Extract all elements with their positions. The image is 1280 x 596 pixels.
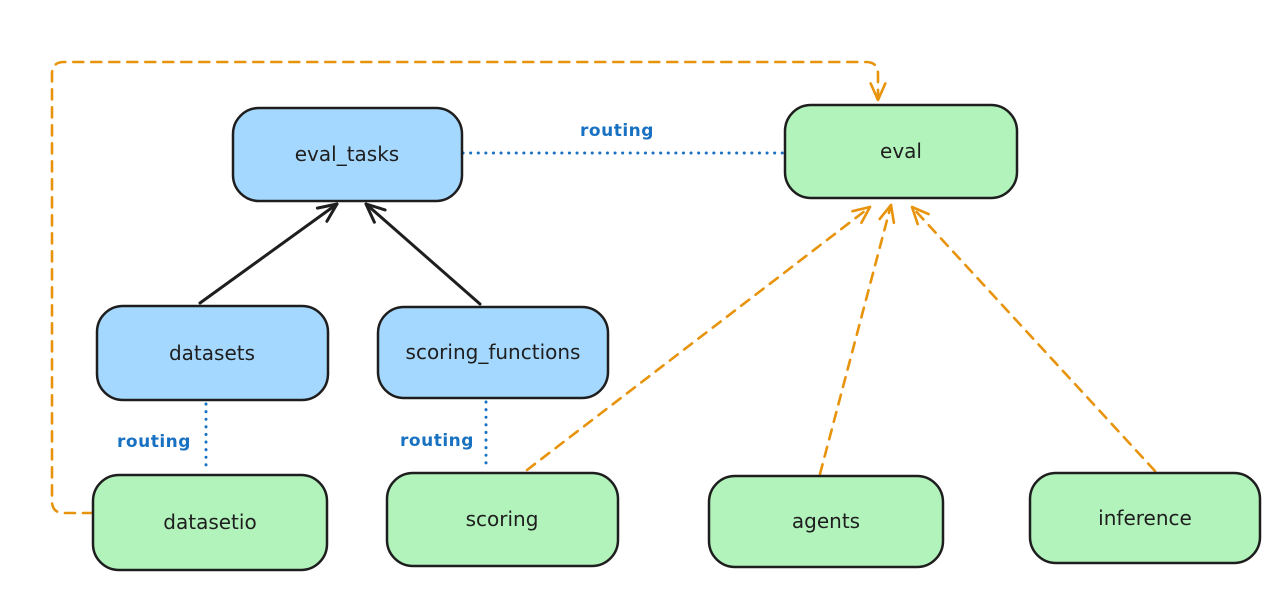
arrowhead-icon	[315, 202, 339, 223]
arrowhead-icon	[878, 203, 896, 225]
edge-scoring-to-eval	[525, 205, 872, 472]
node-scoring-functions: scoring_functions	[376, 305, 610, 400]
arrowhead-icon	[910, 205, 930, 226]
node-scoring-functions-box	[376, 305, 610, 400]
node-scoring-label: scoring	[466, 507, 539, 531]
edge-scoring-functions-to-eval-tasks	[364, 202, 482, 306]
edge-datasetio-to-eval-shaft	[50, 60, 880, 515]
edge-label-routing-scoring: routing	[400, 431, 474, 451]
arrowhead-icon	[869, 82, 887, 102]
arrowhead-icon	[851, 205, 872, 225]
node-inference-label: inference	[1098, 506, 1192, 530]
node-eval-tasks-box	[231, 106, 464, 203]
edge-agents-to-eval	[818, 203, 896, 476]
node-datasets: datasets	[95, 304, 330, 402]
node-scoring-box	[385, 471, 620, 568]
node-datasets-box	[95, 304, 330, 402]
node-eval: eval	[783, 103, 1019, 200]
node-eval-box	[783, 103, 1019, 200]
edge-inference-to-eval-shaft	[910, 205, 1157, 473]
edge-label-routing-top: routing	[580, 121, 654, 141]
node-agents-label: agents	[792, 509, 860, 533]
edge-label-routing-datasetio: routing	[117, 432, 191, 452]
edge-datasets-to-eval-tasks-shaft	[198, 202, 339, 305]
node-datasetio-label: datasetio	[163, 510, 256, 534]
edge-scoring-functions-to-eval-tasks-shaft	[364, 202, 482, 306]
node-eval-tasks: eval_tasks	[231, 106, 464, 203]
node-scoring-functions-label: scoring_functions	[406, 340, 581, 364]
node-inference: inference	[1028, 471, 1262, 565]
edge-agents-to-eval-shaft	[818, 203, 893, 476]
arrowhead-icon	[364, 202, 387, 224]
node-datasetio: datasetio	[91, 473, 329, 572]
node-eval-tasks-label: eval_tasks	[295, 142, 399, 166]
node-scoring: scoring	[385, 471, 620, 568]
node-agents-box	[707, 474, 945, 569]
edge-datasetio-to-eval	[50, 60, 887, 515]
edge-scoring-to-eval-shaft	[525, 205, 872, 472]
node-eval-label: eval	[880, 139, 922, 163]
node-agents: agents	[707, 474, 945, 569]
node-datasets-label: datasets	[169, 341, 255, 365]
edge-inference-to-eval	[910, 205, 1157, 473]
edge-datasets-to-eval-tasks	[198, 202, 339, 305]
node-inference-box	[1028, 471, 1262, 565]
node-datasetio-box	[91, 473, 329, 572]
